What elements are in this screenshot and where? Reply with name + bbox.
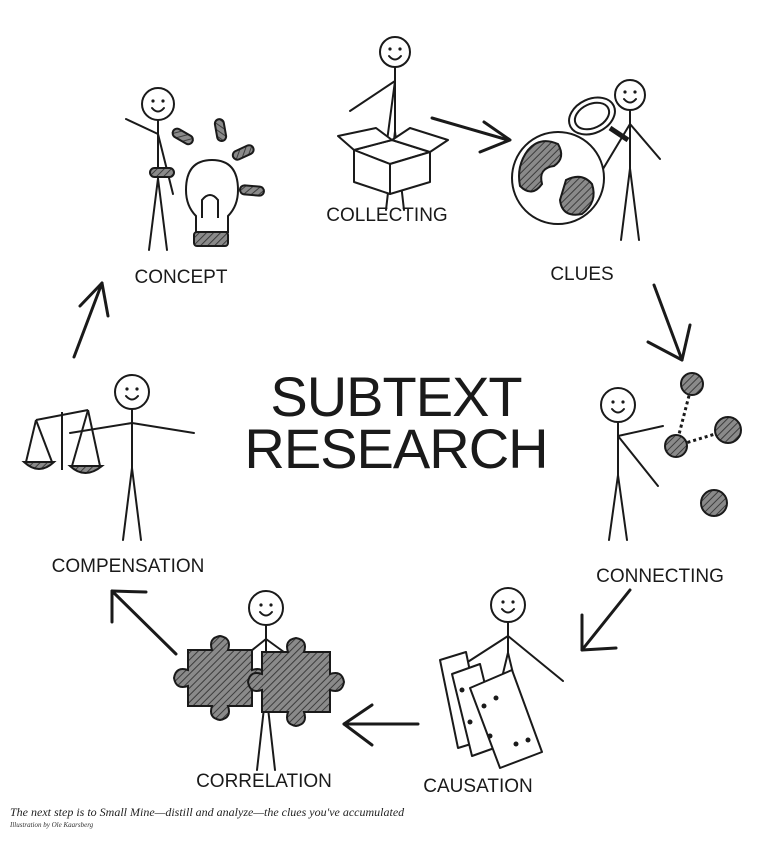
stage-label-collecting: COLLECTING — [326, 205, 447, 226]
figure-smile — [623, 98, 637, 104]
figure-arm — [507, 635, 564, 682]
box-icon — [337, 127, 449, 195]
figure-arm — [125, 118, 159, 135]
arrow-icon — [580, 588, 632, 652]
stage-label-connecting: CONNECTING — [596, 566, 724, 587]
figure-arm — [386, 80, 396, 142]
figure-arm — [599, 123, 631, 175]
figure-eye — [151, 99, 155, 103]
stage-label-compensation: COMPENSATION — [52, 556, 205, 577]
figure-arm — [131, 422, 195, 434]
figure-arm — [617, 425, 664, 437]
globe-magnifier-icon — [511, 96, 630, 225]
stick-figure-clues — [599, 79, 661, 241]
stick-figures — [69, 36, 664, 771]
stage-label-clues: CLUES — [550, 264, 613, 285]
stick-figure-compensation — [69, 374, 195, 541]
figure-arm — [617, 435, 659, 487]
figure-leg — [629, 167, 640, 241]
figure-leg — [122, 466, 133, 541]
arrow-icon — [342, 703, 420, 747]
figure-head — [490, 587, 526, 623]
figure-leg — [617, 474, 628, 541]
stage-label-concept: CONCEPT — [135, 267, 228, 288]
arrow-icon — [72, 281, 110, 359]
figure-eye — [398, 47, 402, 51]
figure-eye — [501, 600, 505, 604]
arrow-icon — [430, 116, 512, 154]
figure-arm — [157, 133, 174, 195]
figure-eye — [633, 90, 637, 94]
figure-head — [600, 387, 636, 423]
figure-smile — [611, 408, 625, 414]
stick-figure-concept — [125, 87, 175, 251]
figure-head — [614, 79, 646, 111]
figure-leg — [131, 466, 142, 541]
figure-head — [379, 36, 411, 68]
figure-smile — [388, 55, 402, 61]
stick-figure-connecting — [600, 387, 664, 541]
figure-eye — [623, 90, 627, 94]
figure-eye — [621, 400, 625, 404]
stick-figure-correlation — [215, 590, 322, 771]
figure-arm — [629, 123, 661, 160]
figure-leg — [157, 177, 168, 251]
figure-leg — [148, 177, 159, 251]
title-line-2: RESEARCH — [244, 417, 547, 480]
figure-smile — [501, 608, 515, 614]
figure-eye — [269, 603, 273, 607]
figure-arm — [349, 80, 396, 112]
stage-label-causation: CAUSATION — [423, 776, 532, 797]
arrow-icon — [110, 589, 178, 656]
figure-eye — [135, 387, 139, 391]
figure-eye — [161, 99, 165, 103]
idea-beans-icon — [149, 118, 265, 197]
stage-label-correlation: CORRELATION — [196, 771, 332, 792]
figure-smile — [151, 107, 165, 113]
stick-figure-collecting — [349, 36, 411, 211]
figure-head — [248, 590, 284, 626]
scale-icon — [21, 409, 105, 474]
title-line-1: SUBTEXT — [270, 365, 521, 428]
figure-eye — [611, 400, 615, 404]
figure-eye — [388, 47, 392, 51]
illustration-credit: Illustration by Ole Kaarsberg — [10, 821, 94, 829]
figure-leg — [620, 167, 631, 241]
figure-eye — [511, 600, 515, 604]
puzzle-icon — [172, 634, 346, 728]
figure-eye — [125, 387, 129, 391]
dominoes-icon — [439, 651, 543, 769]
figure-leg — [608, 474, 619, 541]
figure-head — [114, 374, 150, 410]
figure-eye — [259, 603, 263, 607]
figure-smile — [259, 611, 273, 617]
figure-arm — [69, 422, 133, 434]
arrow-icon — [646, 283, 692, 362]
connected-dots-icon — [664, 372, 742, 517]
figure-head — [141, 87, 175, 121]
cycle-arrows — [72, 116, 692, 747]
figure-smile — [125, 395, 139, 401]
lightbulb-icon — [184, 158, 240, 247]
figure-caption: The next step is to Small Mine—distill a… — [10, 805, 405, 819]
